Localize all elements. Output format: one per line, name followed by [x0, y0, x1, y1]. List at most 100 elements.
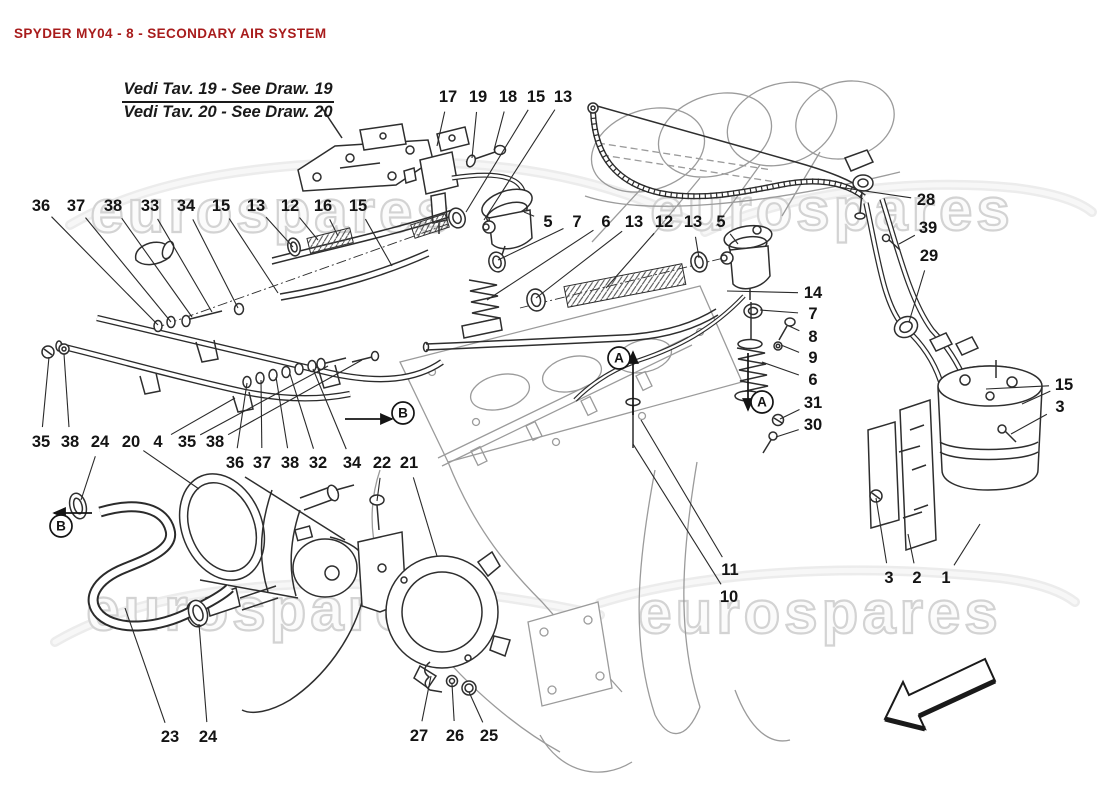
leader-line	[192, 219, 239, 309]
leader-line	[275, 376, 289, 449]
leader-line	[85, 217, 172, 323]
left-air-valve-art	[410, 188, 533, 339]
leader-line	[632, 443, 722, 585]
leader-line	[228, 218, 279, 294]
watermark-text: eurospares	[638, 579, 1002, 646]
callout-number: 39	[919, 219, 937, 237]
leader-line	[1021, 390, 1051, 405]
callout-number: 36	[32, 197, 50, 215]
callout-number: 7	[808, 305, 817, 323]
callout-number: 37	[253, 454, 271, 472]
callout-number: 26	[446, 727, 464, 745]
leader-line	[468, 691, 484, 723]
leader-line	[41, 356, 50, 428]
callout-number: 16	[314, 197, 332, 215]
callout-number: 38	[61, 433, 79, 451]
callout-number: 17	[439, 88, 457, 106]
exhaust-manifold-art	[527, 461, 791, 773]
callout-number: 1	[941, 569, 950, 587]
callout-number: 5	[543, 213, 552, 231]
leader-line	[299, 217, 319, 241]
leader-line	[80, 456, 96, 501]
callout-number: 34	[177, 197, 196, 215]
leader-line	[898, 234, 916, 245]
leader-line	[451, 683, 455, 722]
callout-number: 13	[554, 88, 572, 106]
leader-line	[236, 382, 248, 449]
leader-line	[493, 111, 505, 151]
callout-number: 28	[917, 191, 935, 209]
callout-number: 24	[199, 728, 218, 746]
leader-line	[289, 373, 315, 449]
leader-line	[523, 211, 535, 217]
drawing-references: Vedi Tav. 19 - See Draw. 19 Vedi Tav. 20…	[122, 80, 334, 123]
leader-line	[143, 450, 200, 490]
leader-line	[780, 344, 800, 353]
watermark-text: eurospares	[650, 176, 1014, 243]
leader-line	[121, 217, 193, 318]
leader-line	[51, 216, 159, 326]
leader-line	[421, 675, 432, 722]
callout-number: 4	[153, 433, 163, 451]
leader-line	[908, 270, 926, 323]
page-title: SPYDER MY04 - 8 - SECONDARY AIR SYSTEM	[14, 26, 327, 41]
callout-number: 38	[206, 433, 224, 451]
leader-line	[640, 419, 723, 558]
leader-line	[312, 368, 347, 450]
leader-line	[605, 232, 655, 289]
callout-number: 6	[808, 371, 817, 389]
leader-line	[985, 385, 1050, 390]
reference-line-2: Vedi Tav. 20 - See Draw. 20	[123, 102, 333, 121]
leader-line	[376, 477, 381, 502]
leader-line	[875, 497, 888, 564]
callout-number: 12	[655, 213, 673, 231]
leader-line	[364, 218, 393, 267]
callout-number: 34	[343, 454, 362, 472]
callout-number: 23	[161, 728, 179, 746]
callout-number: 13	[684, 213, 702, 231]
callout-number: 35	[32, 433, 50, 451]
air-pump-art	[178, 473, 511, 713]
callout-number: 27	[410, 727, 428, 745]
callout-number: 13	[247, 197, 265, 215]
callout-number: 10	[720, 588, 738, 606]
leader-line	[483, 109, 556, 221]
callout-number: 37	[67, 197, 85, 215]
leader-line	[260, 379, 263, 449]
callout-number: 31	[804, 394, 822, 412]
circled-letter	[391, 401, 415, 425]
callout-number: 29	[920, 247, 938, 265]
callout-number: 15	[349, 197, 367, 215]
leader-line	[63, 353, 70, 428]
callout-number: 6	[601, 213, 610, 231]
callout-number: 7	[572, 213, 581, 231]
callout-number: 24	[91, 433, 110, 451]
leader-line	[761, 361, 800, 376]
reference-line-1: Vedi Tav. 19 - See Draw. 19	[122, 80, 334, 103]
canister-art	[867, 332, 1043, 552]
circled-letter-label: B	[398, 406, 408, 421]
callout-number: 14	[804, 284, 823, 302]
leader-line	[1010, 413, 1048, 435]
callout-number: 32	[309, 454, 327, 472]
leader-line	[837, 186, 912, 199]
callout-number: 38	[281, 454, 299, 472]
leader-line	[170, 397, 236, 436]
right-air-valve-art	[287, 224, 773, 402]
callout-number: 22	[373, 454, 391, 472]
leader-line	[436, 111, 446, 147]
leader-line	[694, 236, 700, 259]
callout-number: 18	[499, 88, 517, 106]
circled-letter	[607, 346, 631, 370]
circled-letter-label: A	[757, 395, 767, 410]
callout-number: 3	[884, 569, 893, 587]
callout-number: 11	[721, 561, 738, 579]
callout-number: 15	[212, 197, 230, 215]
circled-letter-label: A	[614, 351, 624, 366]
leader-line	[412, 477, 438, 557]
callout-number: 3	[1055, 398, 1064, 416]
callout-number: 33	[141, 197, 159, 215]
callout-number: 35	[178, 433, 196, 451]
